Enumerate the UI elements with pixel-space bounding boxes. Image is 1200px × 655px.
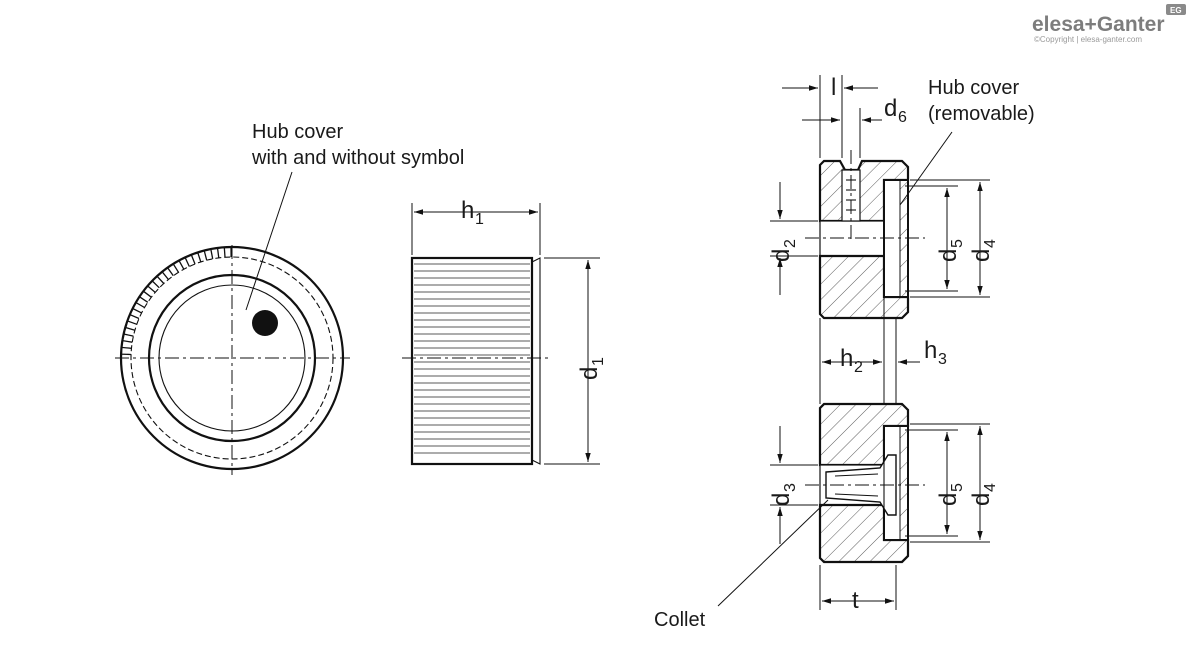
side-body: [410, 256, 534, 466]
d6-label-base: d: [884, 95, 897, 122]
d4-bottom-label: d 4: [968, 483, 999, 506]
section-view-bottom: [717, 402, 990, 610]
knurl-tooth: [172, 259, 185, 273]
h1-label-sub: 1: [475, 211, 484, 228]
hub-cover-removable-label-2: (removable): [928, 103, 1035, 125]
logo-brand-text: elesa+Ganter: [1032, 13, 1165, 36]
h3-label: h 3: [924, 337, 947, 368]
collet-line-2: [834, 493, 879, 497]
knurl-tooth: [151, 275, 165, 289]
t-label-base: t: [852, 587, 859, 614]
side-view: [402, 203, 600, 466]
t-label: t: [852, 587, 859, 614]
d3-label: d 3: [768, 483, 799, 506]
logo-badge: [1166, 4, 1186, 15]
side-knurl-lines: [414, 263, 530, 454]
front-view: [115, 171, 350, 475]
h2-label-base: h: [840, 345, 853, 372]
knurl-tooth: [223, 246, 232, 258]
d3-label-base: d: [768, 493, 795, 506]
d1-label: d 1: [576, 357, 607, 380]
d2-label: d 2: [768, 239, 799, 262]
section-view-top: [770, 75, 990, 320]
knurl-tooth: [135, 295, 149, 309]
d5-top-label: d 5: [935, 239, 966, 262]
knurl-tooth: [210, 247, 220, 260]
h2-h3-dimensions: [819, 297, 920, 404]
d4-top-label: d 4: [968, 239, 999, 262]
d5-bottom-label: d 5: [935, 483, 966, 506]
knurl-tooth: [196, 249, 208, 263]
symbol-dot: [252, 310, 278, 336]
logo-badge-text: EG: [1170, 6, 1182, 15]
side-chamfer: [531, 257, 541, 465]
d1-label-sub: 1: [590, 357, 607, 366]
l-label-base: l: [831, 74, 836, 101]
knurl-tooth: [128, 307, 142, 320]
logo-copyright-text: ©Copyright | elesa-ganter.com: [1034, 35, 1142, 44]
d5-top-label-sub: 5: [949, 239, 966, 248]
d2-label-sub: 2: [782, 239, 799, 248]
d3-label-sub: 3: [782, 483, 799, 492]
collet-leader: [717, 499, 829, 607]
d6-label-sub: 6: [898, 109, 907, 126]
l-label: l: [831, 74, 836, 101]
knurl-tooth: [120, 346, 132, 356]
collet-label: Collet: [654, 609, 706, 631]
h1-label-base: h: [461, 197, 474, 224]
d2-label-base: d: [768, 249, 795, 262]
h2-label-sub: 2: [854, 359, 863, 376]
h2-label: h 2: [840, 345, 863, 376]
knurl-tooth: [142, 284, 156, 298]
collet-line-1: [834, 473, 879, 477]
d6-label: d 6: [884, 95, 907, 126]
h1-label: h 1: [461, 197, 484, 228]
hub-cover-removable-leader: [899, 131, 953, 206]
h3-label-sub: 3: [938, 351, 947, 368]
d4-bottom-label-sub: 4: [982, 483, 999, 492]
brand-logo: elesa+Ganter ©Copyright | elesa-ganter.c…: [1032, 4, 1186, 44]
knurl-tooth: [184, 253, 196, 267]
knurl-tooth: [121, 333, 134, 343]
d4-top-label-sub: 4: [982, 239, 999, 248]
d4-bottom-label-base: d: [968, 493, 995, 506]
hub-cover-symbol-label-2: with and without symbol: [251, 147, 464, 169]
h3-label-base: h: [924, 337, 937, 364]
d1-label-base: d: [576, 367, 603, 380]
hub-cover-removable-label-1: Hub cover: [928, 77, 1019, 99]
hub-cover-symbol-label-1: Hub cover: [252, 121, 343, 143]
d5-bottom-label-base: d: [935, 493, 962, 506]
d5-bottom-label-sub: 5: [949, 483, 966, 492]
d5-top-label-base: d: [935, 249, 962, 262]
knurl-tooth: [124, 320, 138, 331]
d4-top-label-base: d: [968, 249, 995, 262]
knurl-tooth: [161, 266, 174, 280]
knurl-teeth: [120, 246, 232, 356]
hub-cover-symbol-leader: [245, 171, 293, 311]
bottom-hub-cover-insert: [899, 425, 909, 541]
